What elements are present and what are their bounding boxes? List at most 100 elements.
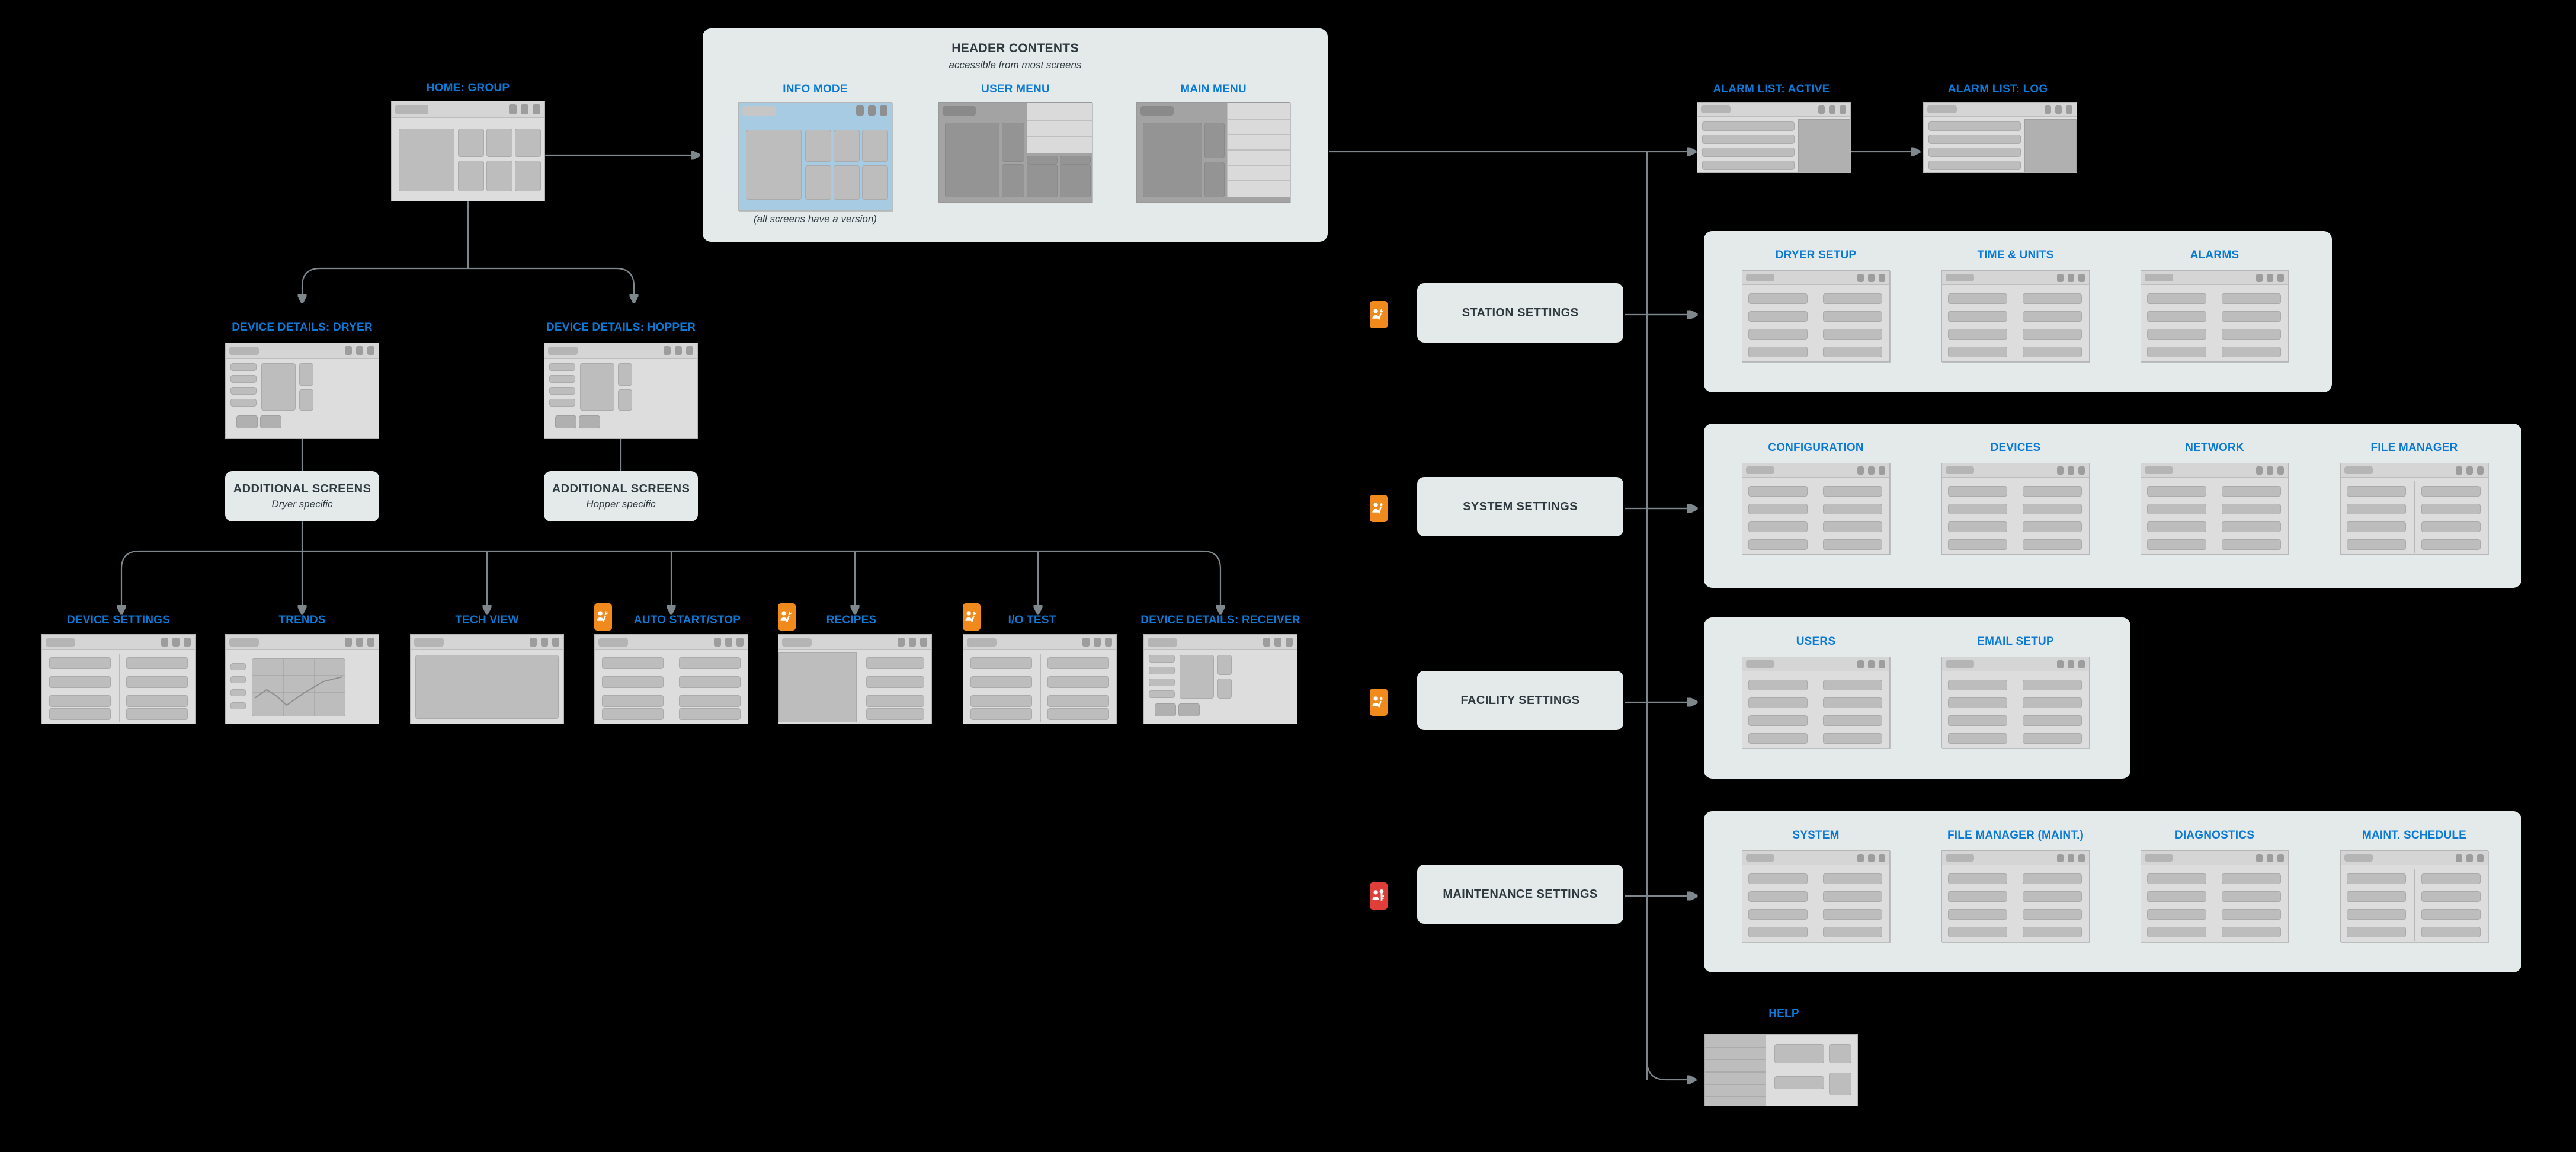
field-row[interactable] [2421, 909, 2481, 920]
titlebar-dot[interactable] [2466, 853, 2473, 862]
help-topic[interactable] [1704, 1060, 1766, 1072]
tile[interactable] [486, 129, 512, 157]
tile[interactable] [862, 165, 888, 200]
titlebar-dot[interactable] [868, 105, 876, 116]
field-row[interactable] [970, 708, 1032, 720]
field-row[interactable] [2347, 873, 2406, 884]
wireframe-dryer-setup[interactable] [1742, 270, 1890, 362]
field-row[interactable] [1748, 909, 1808, 920]
titlebar-dot[interactable] [1286, 638, 1293, 647]
trend-chart-area[interactable] [252, 658, 345, 716]
tile[interactable] [1217, 679, 1232, 699]
field-row[interactable] [2147, 927, 2206, 937]
field-row[interactable] [2147, 347, 2206, 357]
field-row[interactable] [679, 657, 741, 669]
legend-swatch[interactable] [230, 676, 246, 683]
footer-button[interactable] [1155, 703, 1176, 716]
titlebar-dot[interactable] [1829, 105, 1835, 114]
titlebar-dot[interactable] [2078, 853, 2085, 862]
field-row[interactable] [970, 657, 1032, 669]
field-row[interactable] [602, 708, 664, 720]
wireframe-device-settings[interactable] [41, 634, 196, 724]
field-row[interactable] [1823, 909, 1882, 920]
tile[interactable] [1060, 164, 1091, 197]
field-row[interactable] [1823, 486, 1882, 497]
titlebar-dot[interactable] [184, 638, 191, 647]
field-row[interactable] [2222, 329, 2281, 340]
field-row[interactable] [1748, 521, 1808, 532]
wireframe-network[interactable] [2141, 463, 2289, 555]
field-row[interactable] [2023, 927, 2082, 937]
tile-large[interactable] [1143, 123, 1202, 197]
field-row[interactable] [2222, 539, 2281, 550]
tile[interactable] [486, 161, 512, 191]
wireframe-devices[interactable] [1941, 463, 2090, 555]
field-row[interactable] [866, 657, 924, 669]
titlebar-dot[interactable] [2057, 853, 2064, 862]
field-row[interactable] [602, 676, 664, 688]
help-topic[interactable] [1704, 1035, 1766, 1047]
titlebar-dot[interactable] [2045, 105, 2051, 114]
titlebar-dot[interactable] [1879, 660, 1885, 668]
field-row[interactable] [1823, 539, 1882, 550]
field-row[interactable] [49, 708, 111, 720]
tile[interactable] [1027, 156, 1058, 164]
titlebar-dot[interactable] [2068, 853, 2074, 862]
field-row[interactable] [2023, 733, 2082, 744]
additional-screens-hopper[interactable]: ADDITIONAL SCREENS Hopper specific [544, 471, 698, 521]
field-row[interactable] [2222, 873, 2281, 884]
field-row[interactable] [1047, 708, 1109, 720]
titlebar-dot[interactable] [2466, 466, 2473, 475]
alarm-row[interactable] [1928, 148, 2021, 157]
field-row[interactable] [2222, 909, 2281, 920]
titlebar-dot[interactable] [552, 638, 559, 647]
titlebar-dot[interactable] [1082, 638, 1090, 647]
tile[interactable] [458, 129, 484, 157]
field-row[interactable] [679, 695, 741, 707]
titlebar-dot[interactable] [2277, 466, 2284, 475]
titlebar-dot[interactable] [2277, 853, 2284, 862]
titlebar-dot[interactable] [2267, 466, 2273, 475]
field-row[interactable] [2222, 347, 2281, 357]
tile-large[interactable] [399, 129, 454, 191]
field-row[interactable] [2023, 715, 2082, 726]
field-row[interactable] [2023, 311, 2082, 322]
tile[interactable] [1204, 123, 1225, 158]
field-row[interactable] [2421, 486, 2481, 497]
titlebar-dot[interactable] [664, 346, 671, 355]
tile-large[interactable] [746, 130, 802, 200]
field-row[interactable] [2347, 909, 2406, 920]
wireframe-alarm-list-log[interactable] [1923, 102, 2077, 173]
field-row[interactable] [1748, 486, 1808, 497]
titlebar-dot[interactable] [1857, 853, 1864, 862]
tile[interactable] [1002, 123, 1024, 162]
titlebar-dot[interactable] [1879, 853, 1885, 862]
titlebar-dot[interactable] [714, 638, 721, 647]
list-item[interactable] [1149, 655, 1175, 663]
field-row[interactable] [1948, 733, 2007, 744]
field-row[interactable] [1748, 293, 1808, 304]
titlebar-dot[interactable] [725, 638, 732, 647]
wireframe-alarm-list-active[interactable] [1697, 102, 1851, 173]
field-row[interactable] [2147, 311, 2206, 322]
field-row[interactable] [1748, 680, 1808, 690]
field-row[interactable] [1748, 873, 1808, 884]
footer-button[interactable] [236, 415, 258, 428]
list-item[interactable] [1149, 690, 1175, 698]
field-row[interactable] [1823, 697, 1882, 708]
tile[interactable] [618, 363, 632, 386]
titlebar-dot[interactable] [541, 638, 548, 647]
titlebar-dot[interactable] [509, 104, 517, 114]
footer-button[interactable] [555, 415, 576, 428]
wireframe-diagnostics[interactable] [2141, 850, 2289, 942]
field-row[interactable] [49, 695, 111, 707]
field-row[interactable] [1748, 347, 1808, 357]
titlebar-dot[interactable] [880, 105, 887, 116]
settings-group-station-settings[interactable]: STATION SETTINGS [1417, 283, 1623, 343]
field-row[interactable] [602, 657, 664, 669]
field-row[interactable] [1748, 715, 1808, 726]
field-row[interactable] [2222, 504, 2281, 514]
alarm-row[interactable] [1702, 121, 1795, 131]
wireframe-help[interactable] [1704, 1034, 1858, 1106]
detail-pane[interactable] [1798, 119, 1850, 172]
